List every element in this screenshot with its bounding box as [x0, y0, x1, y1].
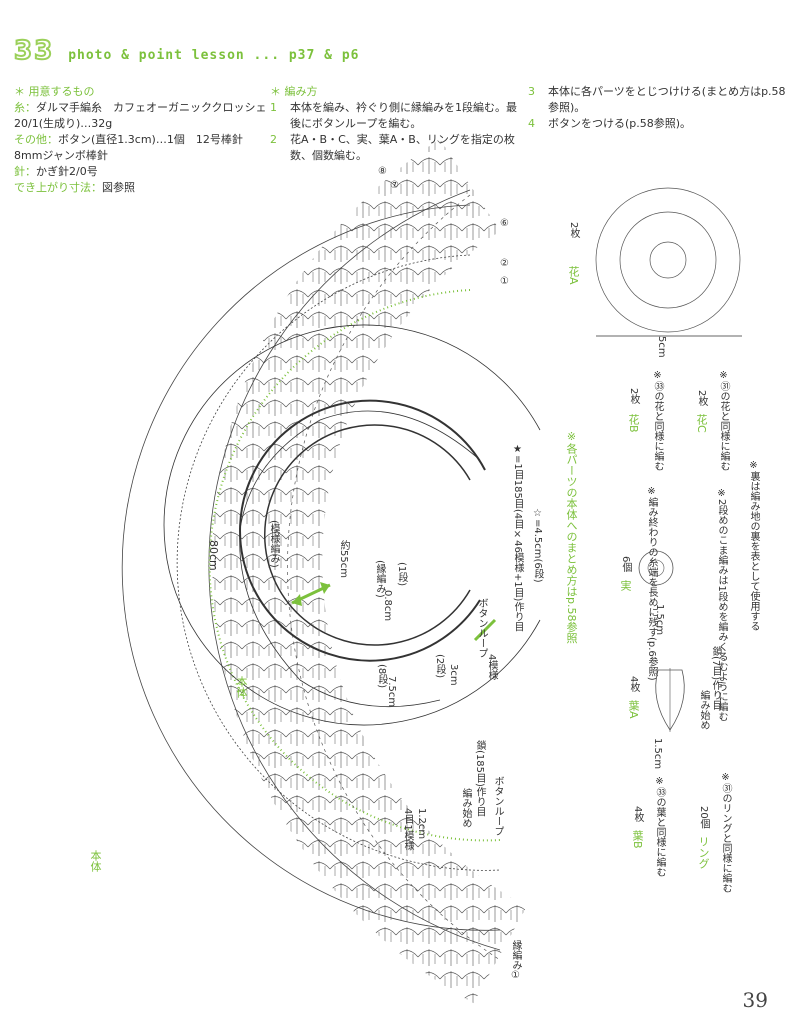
neck-approx-label: 約55cm — [338, 540, 349, 578]
flower-a-diagram — [595, 187, 741, 333]
row-marker: ① — [500, 276, 509, 287]
row-marker: ⑦ — [390, 180, 399, 191]
leaf-a-size: 1.5cm — [652, 738, 663, 770]
ring-name: リング — [697, 836, 710, 869]
materials-section: ＊ 用意するもの 糸：ダルマ手編糸 カフェオーガニッククロッシェ 20/1(生成… — [14, 84, 274, 196]
pattern-width-label: 7.5cm — [386, 676, 397, 708]
flower-c-count: 2枚 — [696, 390, 707, 407]
flower-a-name: 花A — [567, 266, 580, 285]
start-repeat-label: 4目1模様 — [402, 808, 413, 851]
flower-c-name: 花C — [695, 414, 708, 433]
yarn-label: 糸： — [14, 101, 36, 114]
page-number: 39 — [742, 988, 768, 1012]
berry-size: 1.5cm — [654, 604, 665, 636]
berry-count: 6個 — [620, 556, 631, 573]
start-label: 編み始め — [460, 788, 471, 828]
lesson-reference: photo & point lesson ... p37 & p6 — [68, 48, 360, 63]
pattern-number: 33 — [13, 35, 55, 67]
loop-width-label: 3cm — [448, 664, 459, 686]
other-value: ボタン(直径1.3cm)…1個 12号棒針 — [58, 133, 243, 146]
button-loop-label: ボタンループ — [476, 598, 487, 658]
edge-knit-label: (縁編み) — [374, 560, 385, 598]
leaf-a-name: 葉A — [627, 700, 640, 719]
edge-row-label: (1段) — [396, 562, 407, 587]
materials-title: ＊ 用意するもの — [14, 85, 95, 98]
method-title: ＊ 編み方 — [270, 85, 318, 98]
start-repeat-width: 1.2cm — [416, 808, 427, 840]
cast-on-note: ★=1目185目(4目×46模様+1目)作り目 — [512, 444, 523, 632]
hook-label: 針： — [14, 165, 36, 178]
hook-value: かぎ針2/0号 — [36, 165, 98, 178]
leaf-b-note: ※㉝の葉と同様に編む — [654, 776, 665, 877]
body-label: 本体 — [235, 676, 248, 698]
leaf-a-start: 編み始め — [698, 690, 709, 730]
edge-width-label: 0.8cm — [382, 590, 393, 622]
leaf-b-count: 4枚 — [632, 806, 643, 823]
loop-height-note: ☆=4.5cm(6段) — [532, 508, 543, 583]
button-loop-label-lower: ボタンループ — [492, 776, 503, 836]
pattern-row-label: (8段) — [376, 664, 387, 689]
circumference-label: 80cm — [207, 540, 220, 571]
leaf-a-cast-on: 鎖(7目)作り目 — [710, 646, 721, 711]
yarn-value: ダルマ手編糸 カフェオーガニッククロッシェ — [36, 101, 267, 114]
body-label-lower: 本体 — [89, 850, 102, 872]
other-label: その他： — [14, 133, 58, 146]
collar-lace-band — [121, 139, 527, 1004]
leaf-a-diagram — [655, 668, 685, 732]
start-cast-on-label: 鎖(185目)作り目 — [474, 740, 485, 817]
size-value: 図参照 — [102, 181, 135, 194]
row-marker: ⑥ — [500, 218, 509, 229]
flower-b-note: ※㉝の花と同様に編む — [652, 370, 663, 471]
ring-count: 20個 — [698, 806, 709, 829]
row-marker: ⑧ — [378, 166, 387, 177]
flower-b-count: 2枚 — [628, 388, 639, 405]
size-label: でき上がり寸法： — [14, 181, 102, 194]
berry-note-3: ※裏は編み地の裏を表として使用する — [748, 460, 759, 631]
repeat-label: 4模様 — [486, 654, 497, 681]
edge-start-label: 縁編み① — [510, 940, 521, 981]
row-marker: ② — [500, 258, 509, 269]
flower-a-size: 5cm — [656, 336, 667, 358]
berry-name: 実 — [619, 580, 632, 591]
leaf-a-count: 4枚 — [628, 676, 639, 693]
pattern-header: 33 photo & point lesson ... p37 & p6 — [13, 35, 360, 67]
flower-a-count: 2枚 — [568, 222, 579, 239]
assembly-note: ※各パーツの本体へのまとめ方はp.58参照 — [565, 430, 578, 644]
flower-c-note: ※㉛の花と同様に編む — [718, 370, 729, 471]
leaf-b-name: 葉B — [631, 830, 644, 849]
loop-row-label: (2段) — [434, 654, 445, 679]
pattern-knit-label: (模様編み) — [268, 520, 279, 568]
berry-note-1: ※編み終わりの糸端を長めに残す(p.6参照) — [646, 486, 657, 681]
ring-note: ※㉛のリングと同様に編む — [720, 772, 731, 893]
yarn-detail: 20/1(生成り)…32g — [14, 117, 113, 130]
other-detail: 8mmジャンボ棒針 — [14, 149, 108, 162]
berry-note-2: ※2段めのこま編みは1段めを編みくるむように編む — [716, 488, 727, 722]
flower-b-name: 花B — [627, 414, 640, 433]
